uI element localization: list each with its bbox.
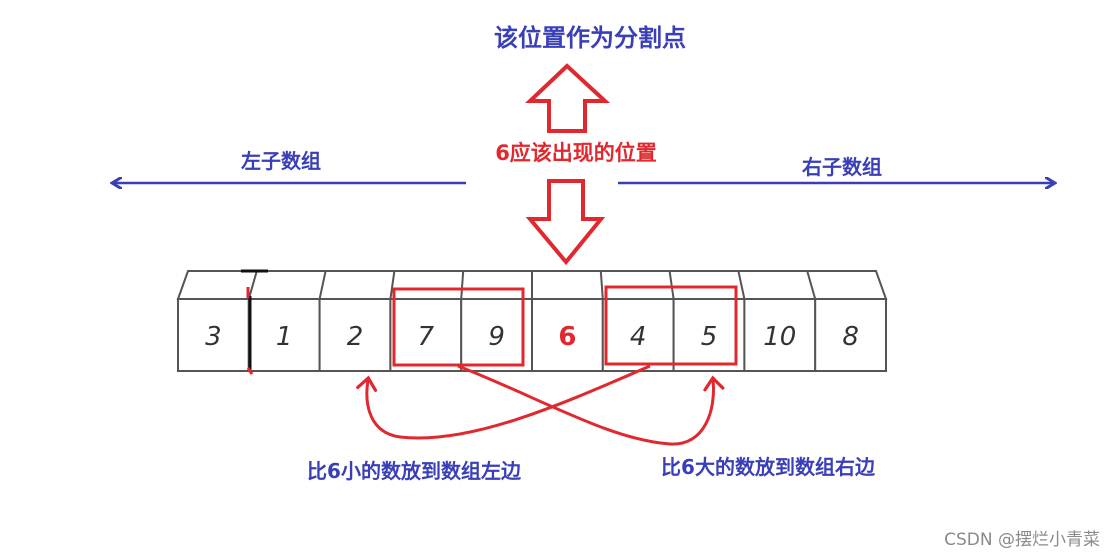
array-cell-value: 8 <box>842 322 859 352</box>
array-top-divider <box>460 270 465 300</box>
highlight-smaller-group <box>604 285 738 366</box>
array-cell <box>389 298 463 372</box>
smaller-to-left-label: 比6小的数放到数组左边 <box>307 459 522 483</box>
up-arrow-icon <box>524 63 611 133</box>
array-top-divider <box>737 270 746 300</box>
array-cell-value: 2 <box>347 322 364 352</box>
array-cell-value: 1 <box>276 322 293 352</box>
move-larger-right-arrow <box>457 364 725 446</box>
array-cell <box>814 298 888 372</box>
array-top-divider <box>806 270 817 300</box>
larger-to-right-label: 比6大的数放到数组右边 <box>661 455 876 479</box>
array-top-divider <box>318 270 327 300</box>
array-cell <box>318 298 392 372</box>
array-top-divider <box>389 270 396 300</box>
pivot-value: 6 <box>558 322 576 352</box>
array-cell <box>177 298 250 372</box>
title: 该位置作为分割点 <box>494 24 686 52</box>
down-arrow-icon <box>525 179 606 266</box>
array-cell-value: 4 <box>630 322 647 352</box>
array-cell-value: 10 <box>763 322 796 352</box>
array-cell-value: 3 <box>205 322 222 352</box>
left-subarray-label: 左子数组 <box>241 149 321 173</box>
watermark: CSDN @摆烂小青菜 <box>944 530 1100 550</box>
array-cell-value: 5 <box>701 322 718 352</box>
array-top-divider <box>668 270 675 300</box>
array-top-divider <box>247 270 258 300</box>
array-cell <box>743 298 817 372</box>
array-cell-value: 9 <box>488 322 505 352</box>
right-subarray-label: 右子数组 <box>802 155 882 179</box>
boundary-marker <box>241 269 268 375</box>
array: 3 1 2 7 9 6 4 5 10 8 <box>176 270 888 372</box>
array-cell-value: 7 <box>418 322 435 352</box>
move-smaller-left-arrow <box>356 364 651 440</box>
array-top-divider <box>599 270 604 300</box>
array-cell <box>672 298 746 372</box>
array-cell <box>460 298 534 372</box>
pivot-position-label: 6应该出现的位置 <box>495 141 657 165</box>
